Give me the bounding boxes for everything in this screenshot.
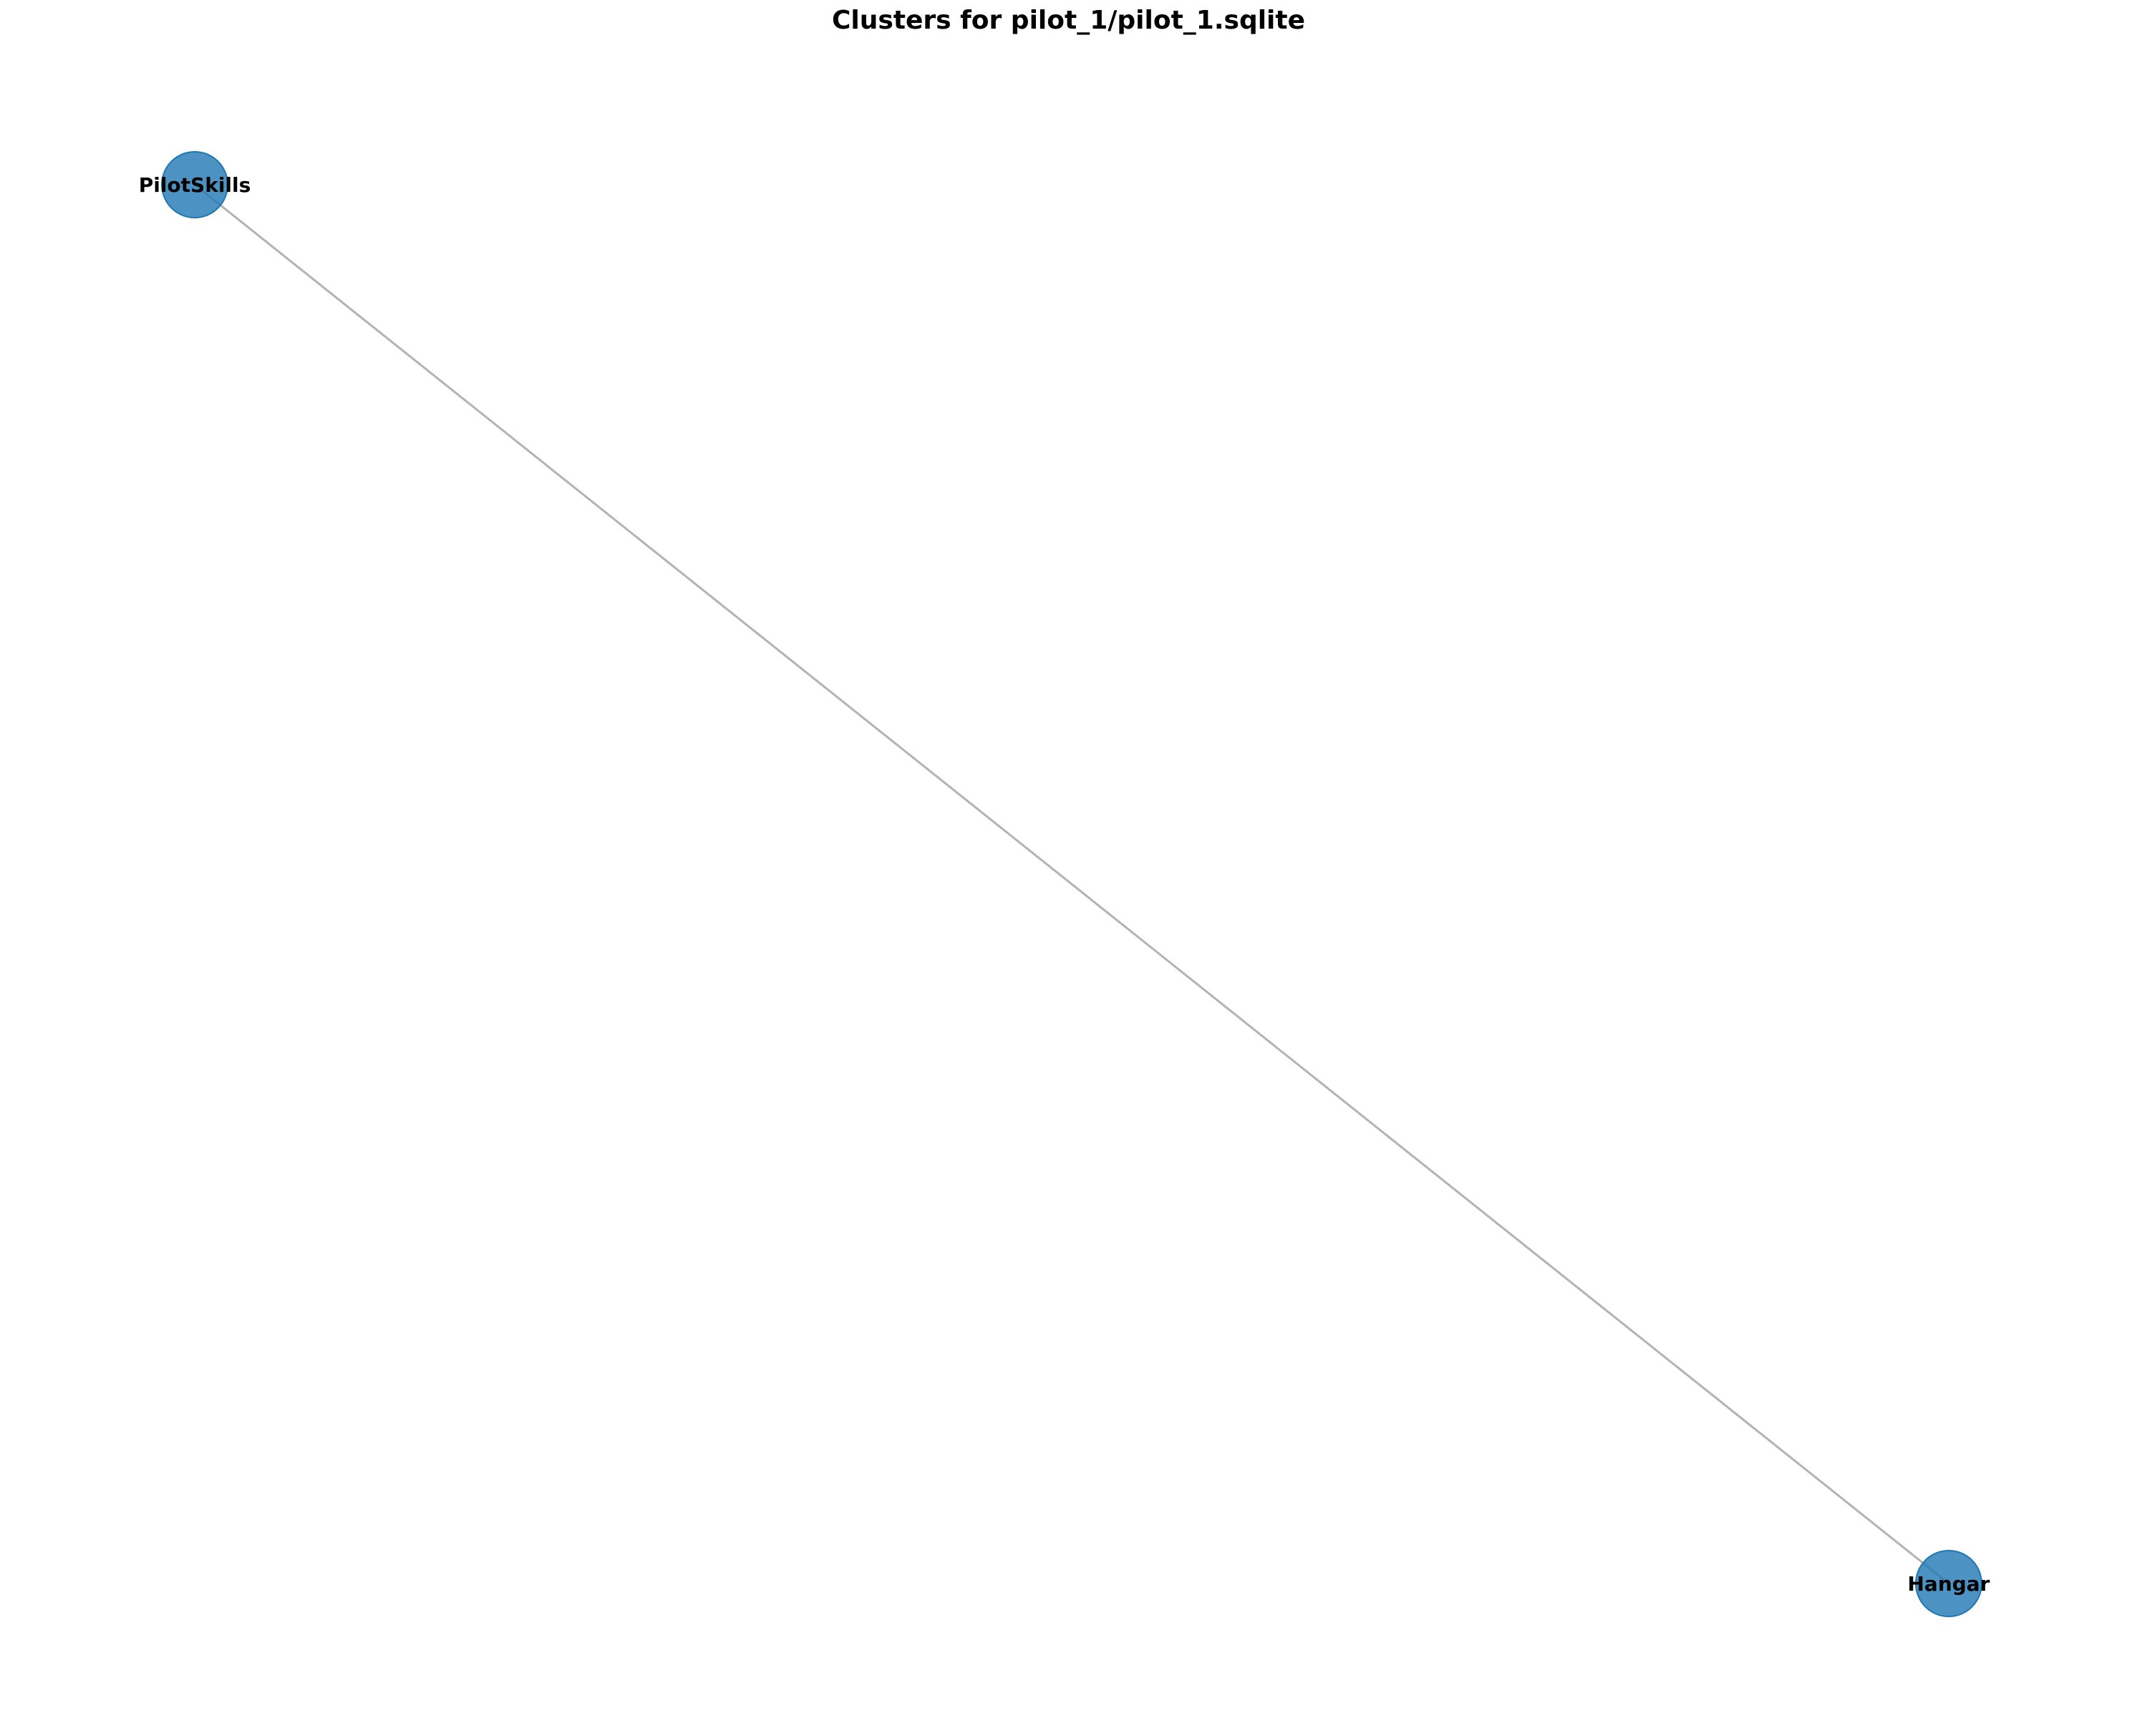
edge-pilotskills-hangar (194, 183, 1949, 1585)
node-label-pilotskills: PilotSkills (139, 173, 251, 197)
node-pilotskills[interactable]: PilotSkills (139, 151, 251, 218)
node-label-hangar: Hangar (1907, 1572, 1990, 1596)
node-hangar[interactable]: Hangar (1907, 1550, 1990, 1617)
node-circle-pilotskills (161, 151, 228, 218)
diagram-title: Clusters for pilot_1/pilot_1.sqlite (831, 6, 1306, 35)
node-circle-hangar (1915, 1550, 1982, 1617)
